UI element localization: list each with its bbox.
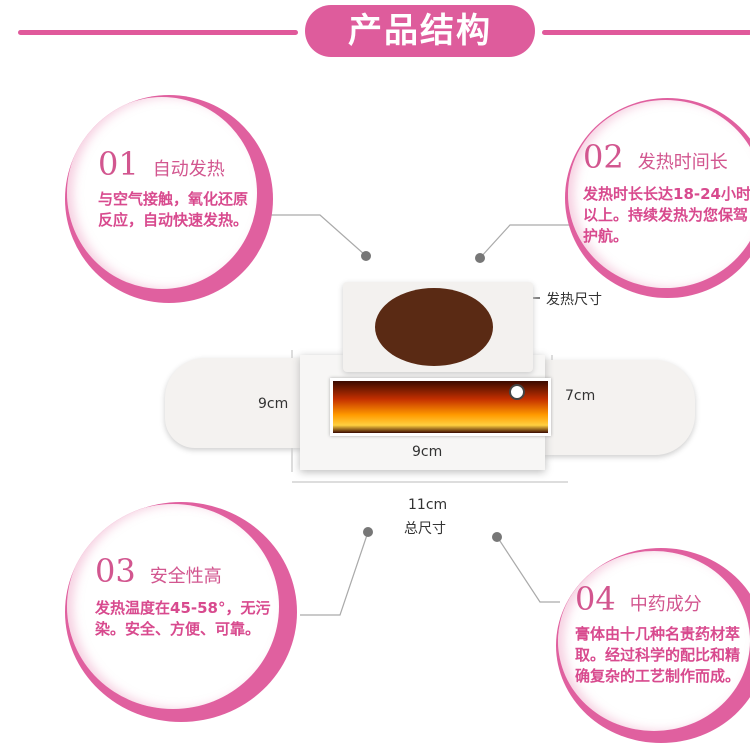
feature-title: 中药成分	[629, 594, 702, 615]
feature-number: 01	[98, 145, 139, 183]
feature-number: 04	[575, 580, 616, 618]
heat-size-label: 发热尺寸	[546, 292, 602, 308]
feature-circle-03	[65, 502, 297, 722]
total-size-label: 总尺寸	[404, 521, 446, 537]
feature-desc: 发热温度在45-58°，无污染。安全、方便、可靠。	[95, 599, 271, 638]
heat-point-icon	[509, 384, 525, 400]
feature-title: 安全性高	[149, 566, 222, 587]
feature-title: 自动发热	[152, 159, 225, 180]
height-right-label: 7cm	[565, 388, 596, 404]
feature-01: 01 自动发热 与空气接触，氧化还原反应，自动快速发热。	[98, 145, 258, 231]
feature-title: 发热时间长	[637, 152, 728, 173]
feature-04: 04 中药成分 膏体由十几种名贵药材萃取。经过科学的配比和精确复杂的工艺制作而成。	[575, 580, 745, 687]
heat-pad	[375, 288, 493, 366]
width-inner-label: 9cm	[412, 444, 443, 460]
feature-desc: 与空气接触，氧化还原反应，自动快速发热。	[98, 190, 249, 229]
width-total-label: 11cm	[408, 497, 448, 513]
header-line-left	[18, 30, 298, 35]
connector-dot	[361, 251, 371, 261]
feature-desc: 发热时长长达18-24小时以上。持续发热为您保驾护航。	[583, 185, 750, 245]
feature-number: 03	[95, 552, 136, 590]
page-title: 产品结构	[305, 5, 535, 57]
feature-03: 03 安全性高 发热温度在45-58°，无污染。安全、方便、可靠。	[95, 552, 295, 640]
feature-circle-02	[565, 98, 750, 298]
feature-number: 02	[583, 138, 624, 176]
connector-dot	[492, 532, 502, 542]
header-line-right	[542, 30, 750, 35]
connector-dot	[363, 527, 373, 537]
height-left-label: 9cm	[258, 396, 289, 412]
feature-desc: 膏体由十几种名贵药材萃取。经过科学的配比和精确复杂的工艺制作而成。	[575, 625, 741, 685]
feature-02: 02 发热时间长 发热时长长达18-24小时以上。持续发热为您保驾护航。	[583, 138, 750, 247]
connector-dot	[475, 253, 485, 263]
feature-circle-04	[556, 548, 750, 743]
feature-circle-01	[65, 95, 273, 303]
